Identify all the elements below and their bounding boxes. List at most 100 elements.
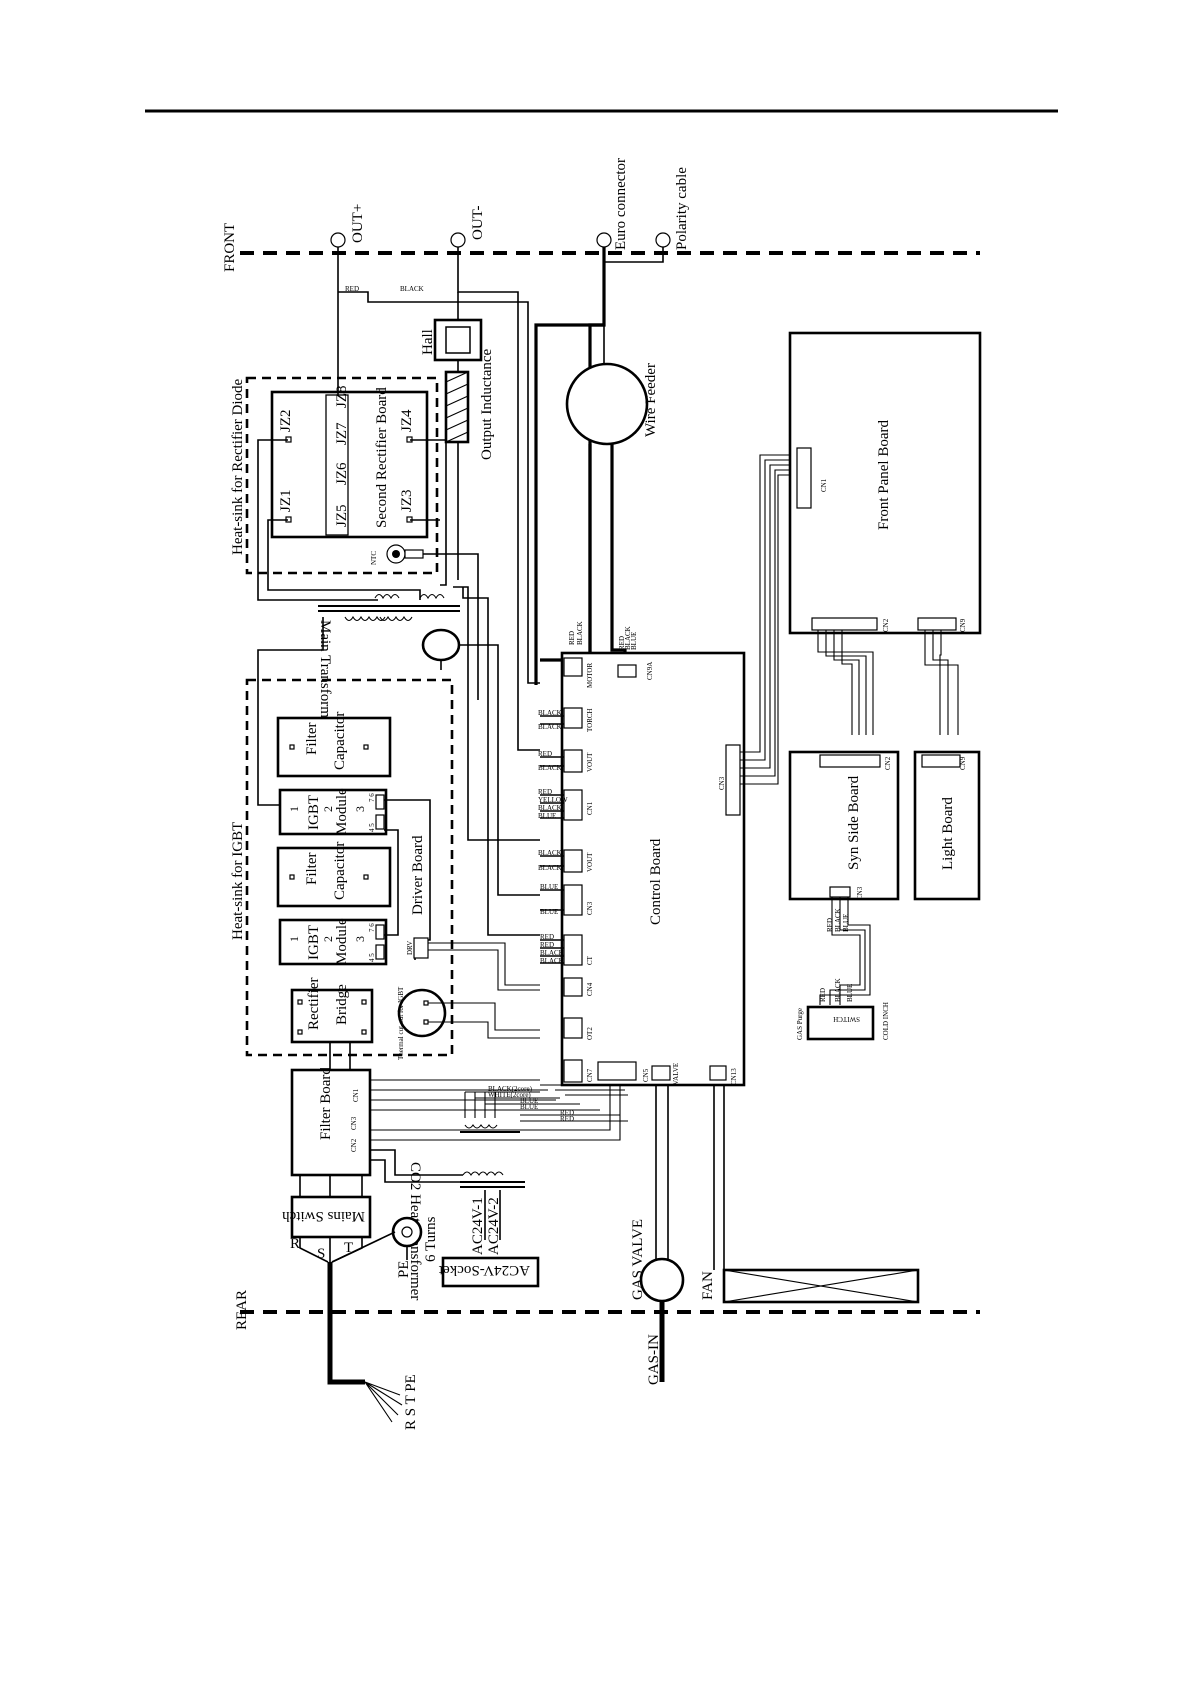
- filter-board-cn3: CN3: [350, 1116, 358, 1130]
- ac24v-socket: [441, 1256, 540, 1288]
- cb-wire-blue-cn3a: BLUE: [540, 883, 558, 891]
- out-minus-terminal: [450, 232, 466, 248]
- cb-wire-red-cn9a: RED: [618, 636, 626, 650]
- cb-wire-blue-cn3b: BLUE: [540, 908, 558, 916]
- cb-motor-label: MOTOR: [586, 663, 594, 688]
- control-board: [560, 651, 746, 1087]
- bridge-label: Bridge: [334, 984, 350, 1025]
- fan-label: FAN: [700, 1271, 716, 1300]
- cb-wire-yellow-cn1: YELLOW: [538, 796, 568, 804]
- thermal-cutout: [397, 988, 447, 1038]
- gas-valve: [639, 1257, 685, 1303]
- cb-wire-red-motor: RED: [568, 631, 576, 645]
- polarity-cable-label: Polarity cable: [674, 167, 690, 250]
- ac24v2-label: AC24V-2: [486, 1197, 502, 1255]
- cb-wire-black-ct-b: BLACK: [540, 957, 564, 965]
- filter-cap1-label-a: Filter: [304, 722, 320, 755]
- fp-cn9-label: CN9: [959, 618, 967, 632]
- wire-black-2core: BLACK(2core): [488, 1085, 533, 1093]
- hall-label: Hall: [420, 329, 436, 355]
- jz3-label: JZ3: [399, 490, 415, 513]
- cb-wire-red-ct-b: RED: [540, 941, 554, 949]
- igbt1-label: IGBT: [306, 795, 322, 830]
- rear-label: REAR: [234, 1290, 250, 1330]
- current-transformer: [421, 628, 461, 662]
- euro-connector-label: Euro connector: [613, 158, 629, 250]
- sw-wire-blue-2: BLUE: [846, 984, 854, 1002]
- igbt2-pin1: 1: [287, 936, 301, 942]
- cb-cn4-label: CN4: [586, 982, 594, 996]
- six-turns-label: 6 Turns: [423, 1216, 439, 1262]
- cb-ct-label: CT: [586, 955, 594, 965]
- cb-cn3-label: CN3: [586, 901, 594, 915]
- cold-inch-label: COLD INCH: [882, 1002, 890, 1040]
- cb-wire-red-cn1: RED: [538, 788, 552, 796]
- mains-switch-label: Mains Switch: [282, 1208, 365, 1224]
- polarity-cable-terminal: [655, 232, 671, 248]
- jz5-label: JZ5: [334, 505, 350, 528]
- fp-cn1-label: CN1: [820, 478, 828, 492]
- sw-wire-black: BLACK: [834, 908, 842, 932]
- front-panel-board: [788, 331, 982, 635]
- cb-wire-black-torch-1: BLACK: [538, 709, 562, 717]
- filter-capacitor-2: [276, 846, 392, 908]
- filter-board: [290, 1068, 372, 1177]
- mains-t-label: T: [344, 1240, 353, 1256]
- filter-cap2-label-b: Capacitor: [332, 842, 348, 900]
- filter-capacitor-1: [276, 716, 392, 778]
- ntc-label: NTC: [370, 551, 378, 565]
- cb-wire-black-ct-a: BLACK: [540, 949, 564, 957]
- cb-cn3-right-label: CN3: [718, 776, 726, 790]
- syn-cn3-label: CN3: [856, 886, 864, 900]
- cb-wire-black-cn9a: BLACK: [624, 626, 632, 650]
- cb-wire-black-motor: BLACK: [576, 621, 584, 645]
- rectifier-label: Rectifier: [306, 978, 322, 1030]
- rectifier-bridge: [290, 988, 374, 1044]
- cb-wire-black-torch-2: BLACK: [538, 723, 562, 731]
- gas-valve-label: GAS VALVE: [630, 1219, 646, 1300]
- mains-switch: [290, 1195, 372, 1239]
- cb-wire-black-vout2b: BLACK: [538, 864, 562, 872]
- mains-input-cable: [327, 1262, 365, 1385]
- cb-cn13-label: CN13: [730, 1068, 738, 1085]
- igbt1-pin3: 3: [353, 806, 367, 812]
- igbt-module-1: [278, 788, 388, 836]
- igbt2-pins76: 7 6: [368, 923, 376, 932]
- light-board-label: Light Board: [940, 797, 956, 870]
- output-inductance-label: Output Inductance: [479, 348, 495, 460]
- igbt1-pins45: 4 5: [368, 823, 376, 832]
- wire-blue-1: BLUE: [520, 1097, 538, 1105]
- igbt-module-2: [278, 918, 388, 966]
- wire-red-2: RED: [560, 1115, 574, 1123]
- cb-cn9a-label: CN9A: [646, 662, 654, 680]
- heatsink-igbt-label: Heat-sink for IGBT: [230, 822, 246, 940]
- main-transformer-label: Main Transformer: [317, 620, 333, 730]
- drv-label: DRV: [406, 941, 414, 955]
- igbt2-module-label: Module: [334, 918, 350, 965]
- cb-cn1-label: CN1: [586, 801, 594, 815]
- drv-connector: [413, 937, 429, 959]
- heatsink-diode-label: Heat-sink for Rectifier Diode: [230, 378, 246, 555]
- filter-board-cn1: CN1: [352, 1088, 360, 1102]
- jz4-label: JZ4: [399, 409, 415, 432]
- sw-wire-blue: BLUE: [842, 914, 850, 932]
- ac24v-socket-label: AC24V-Socket: [438, 1262, 530, 1278]
- sw-wire-red: RED: [826, 918, 834, 932]
- igbt1-pin1: 1: [287, 806, 301, 812]
- jz2-label: JZ2: [278, 410, 294, 433]
- cb-vout2-label: VOUT: [586, 852, 594, 872]
- wire-red-1: RED: [560, 1109, 574, 1117]
- cb-cn7-label: CN7: [586, 1068, 594, 1082]
- cb-wire-red-ct-a: RED: [540, 933, 554, 941]
- igbt2-pins45: 4 5: [368, 953, 376, 962]
- out-minus-label: OUT-: [470, 206, 486, 240]
- light-cn9-label: CN9: [959, 756, 967, 770]
- wire-feeder-motor: [565, 362, 649, 446]
- switch-label: SWITCH: [833, 1015, 860, 1023]
- syn-side-label: Syn Side Board: [846, 775, 862, 870]
- front-label: FRONT: [222, 223, 238, 272]
- jz7-label: JZ7: [334, 422, 350, 445]
- cb-torch-label: TORCH: [586, 708, 594, 732]
- cb-wire-black-vout: BLACK: [538, 764, 562, 772]
